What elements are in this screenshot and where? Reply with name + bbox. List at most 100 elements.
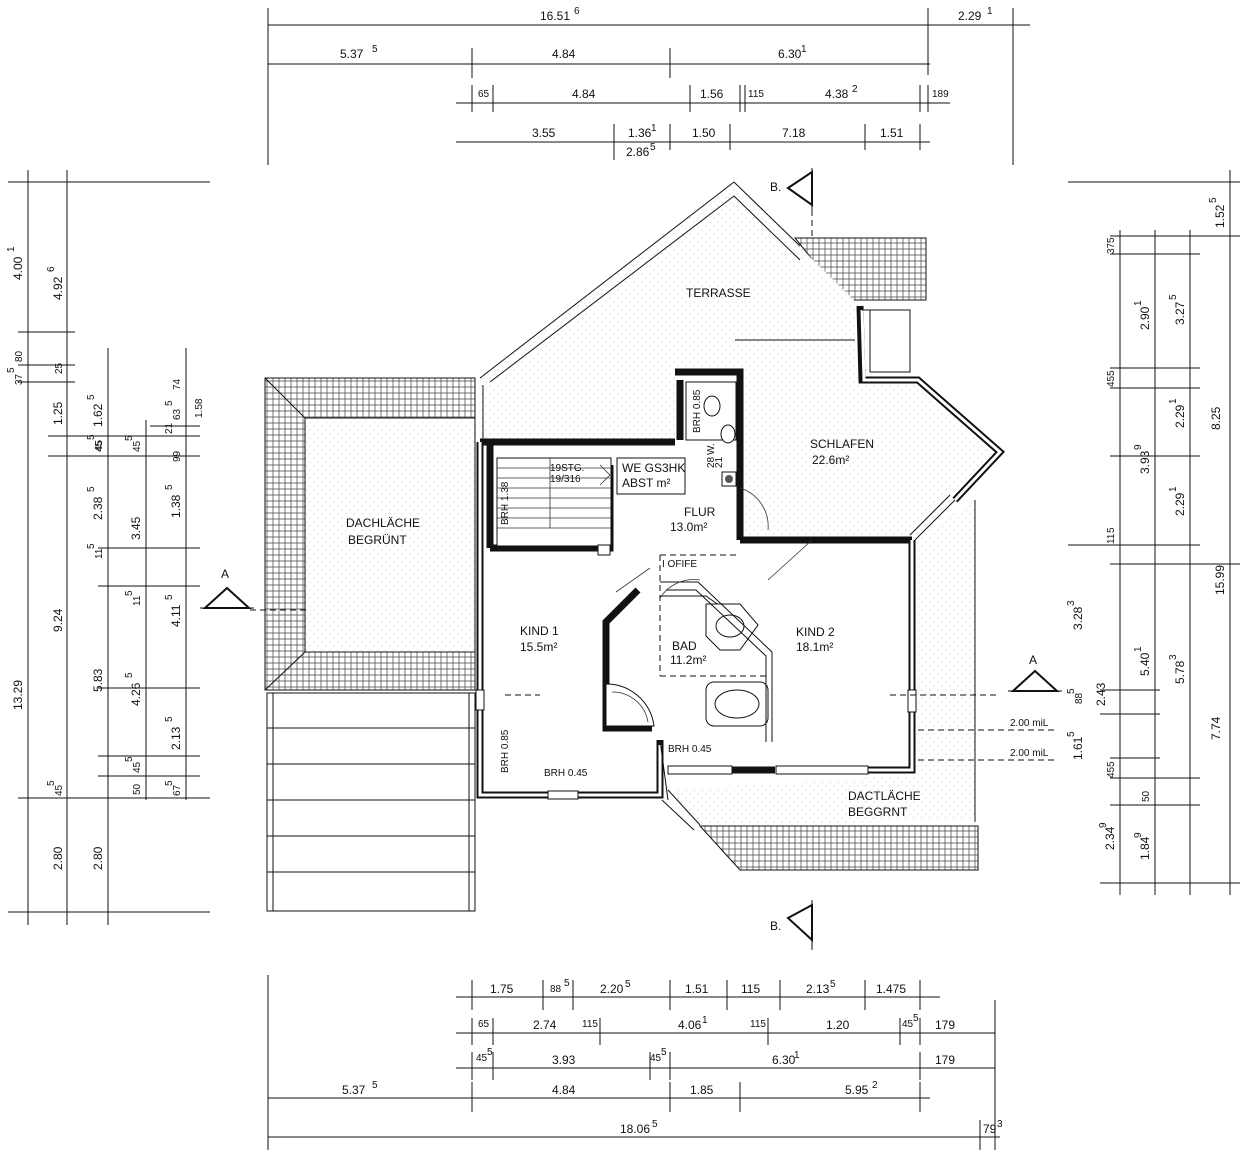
dim-sup: 5 — [6, 367, 17, 373]
dim-text: 4.38 — [825, 87, 849, 101]
dim-text: 2.80 — [91, 846, 105, 870]
dim-text: 99 — [172, 450, 183, 462]
dim-sup: 5 — [124, 672, 135, 678]
terrace — [479, 181, 1000, 540]
dim-text: 7.74 — [1209, 716, 1223, 740]
section-label-a-left: A — [221, 567, 229, 581]
dim-sup: 3 — [1168, 654, 1179, 660]
dim-text: 74 — [172, 378, 183, 390]
right-green-roof — [668, 500, 979, 871]
dim-text: 2.90 — [1138, 306, 1152, 330]
label-stairs-count: 19STG. — [550, 463, 584, 474]
windows — [475, 689, 917, 831]
dim-text: 79 — [983, 1122, 997, 1136]
dim-left-total: 13.29 — [11, 680, 25, 710]
dim-sup: 5 — [46, 780, 57, 786]
dim-text: 45 — [94, 440, 105, 452]
dim-text: 1.475 — [876, 982, 906, 996]
dim-text: 45 — [132, 440, 143, 452]
dim-text: 1.52 — [1213, 204, 1227, 228]
section-marker-a-left — [200, 586, 254, 609]
dim-text: 2.43 — [1094, 682, 1108, 706]
label-begruent-right: BEGGRNT — [848, 805, 908, 819]
dim-text: 45 — [650, 1053, 662, 1064]
section-lines — [250, 210, 1055, 950]
dim-text: 1.25 — [51, 401, 65, 425]
dim-text: 4.06 — [678, 1018, 702, 1032]
dim-text: 21 — [164, 422, 175, 434]
dim-text: 1.61 — [1071, 736, 1085, 760]
room-labels: TERRASSE SCHLAFEN 22.6m² DACHLÄCHE BEGRÜ… — [221, 180, 1049, 933]
dim-text: 2.74 — [533, 1018, 557, 1032]
dim-sup: 1 — [801, 44, 807, 55]
dim-sup: 5 — [164, 400, 175, 406]
dim-text: 1.58 — [194, 398, 205, 418]
section-marker-b-top — [786, 168, 813, 210]
dim-text: 45 — [902, 1019, 914, 1030]
dim-sup: 1 — [1133, 646, 1144, 652]
dim-text: 2.34 — [1103, 826, 1117, 850]
section-marker-a-right — [1008, 669, 1062, 692]
label-dach-right: DACTLÄCHE — [848, 789, 921, 803]
dim-text: 2.13 — [806, 982, 830, 996]
dim-text: 45 — [54, 784, 65, 796]
dim-text: 2.86 — [626, 145, 650, 159]
dim-text: 115 — [750, 1019, 766, 1030]
dim-text: 189 — [932, 89, 949, 100]
wc-area — [685, 381, 737, 487]
dim-text: 9.24 — [51, 608, 65, 632]
label-bad: BAD — [672, 639, 697, 653]
dim-sup: 5 — [487, 1047, 493, 1058]
section-label-b-bottom: B. — [770, 919, 781, 933]
label-brh-wc: BRH 0.85 — [692, 389, 703, 433]
dim-sup: 5 — [86, 543, 97, 549]
dim-sup: 5 — [661, 1047, 667, 1058]
dim-text: 3.27 — [1173, 301, 1187, 325]
label-terrasse: TERRASSE — [686, 286, 751, 300]
section-label-a-right: A — [1029, 653, 1037, 667]
right-dimensions: 37 5 45 5 11 5 88 5 1.61 5 45 5 2.34 9 2… — [1066, 170, 1240, 895]
dim-sup: 5 — [86, 394, 97, 400]
dim-text: 45 — [476, 1053, 488, 1064]
dim-sup: 1 — [1168, 486, 1179, 492]
label-mil-2: 2.00 miL — [1010, 748, 1049, 759]
dim-text: 1.62 — [91, 403, 105, 427]
dim-sup: 3 — [997, 1119, 1003, 1130]
dim-sup: 9 — [1133, 444, 1144, 450]
label-w-val2: 21 — [714, 456, 725, 468]
dim-sup: 5 — [1106, 761, 1117, 767]
label-kind2: KIND 2 — [796, 625, 835, 639]
left-green-roof — [264, 377, 476, 691]
dim-sup: 9 — [1133, 832, 1144, 838]
dim-sup: 5 — [372, 1080, 378, 1091]
dim-text: 2.20 — [600, 982, 624, 996]
dim-sup: 5 — [164, 484, 175, 490]
dim-text: 3.55 — [532, 126, 556, 140]
dim-sup: 5 — [164, 594, 175, 600]
dim-text: 179 — [935, 1018, 955, 1032]
dim-sup: 5 — [830, 979, 836, 990]
dim-sup: 5 — [650, 142, 656, 153]
dim-sup: 1 — [702, 1015, 708, 1026]
dim-text: 80 — [14, 350, 25, 362]
dim-sup: 5 — [1106, 370, 1117, 376]
dim-sup: 5 — [625, 979, 631, 990]
dim-sup: 1 — [1168, 398, 1179, 404]
dim-sup: 5 — [164, 780, 175, 786]
dim-sup: 5 — [124, 590, 135, 596]
label-begruent-left: BEGRÜNT — [348, 533, 407, 547]
left-dimensions: 4.00 1 37 5 80 1.25 13.29 2.80 4.92 6 25… — [6, 170, 210, 925]
dim-text: 65 — [478, 1019, 490, 1030]
schlafen-window-niche — [862, 309, 956, 541]
dim-text: 4.84 — [552, 1083, 576, 1097]
dim-sup: 1 — [6, 246, 17, 252]
dim-text: 37 — [14, 373, 25, 385]
dim-text: 45 — [1106, 766, 1117, 778]
label-w: W. — [706, 443, 717, 455]
dim-text: 2.13 — [169, 726, 183, 750]
dim-text: 1.36 — [628, 126, 652, 140]
left-stair-terrace — [266, 692, 476, 912]
section-marker-b-bottom — [786, 900, 813, 945]
dim-sup: 1 — [651, 123, 657, 134]
dim-sup: 1 — [1133, 300, 1144, 306]
